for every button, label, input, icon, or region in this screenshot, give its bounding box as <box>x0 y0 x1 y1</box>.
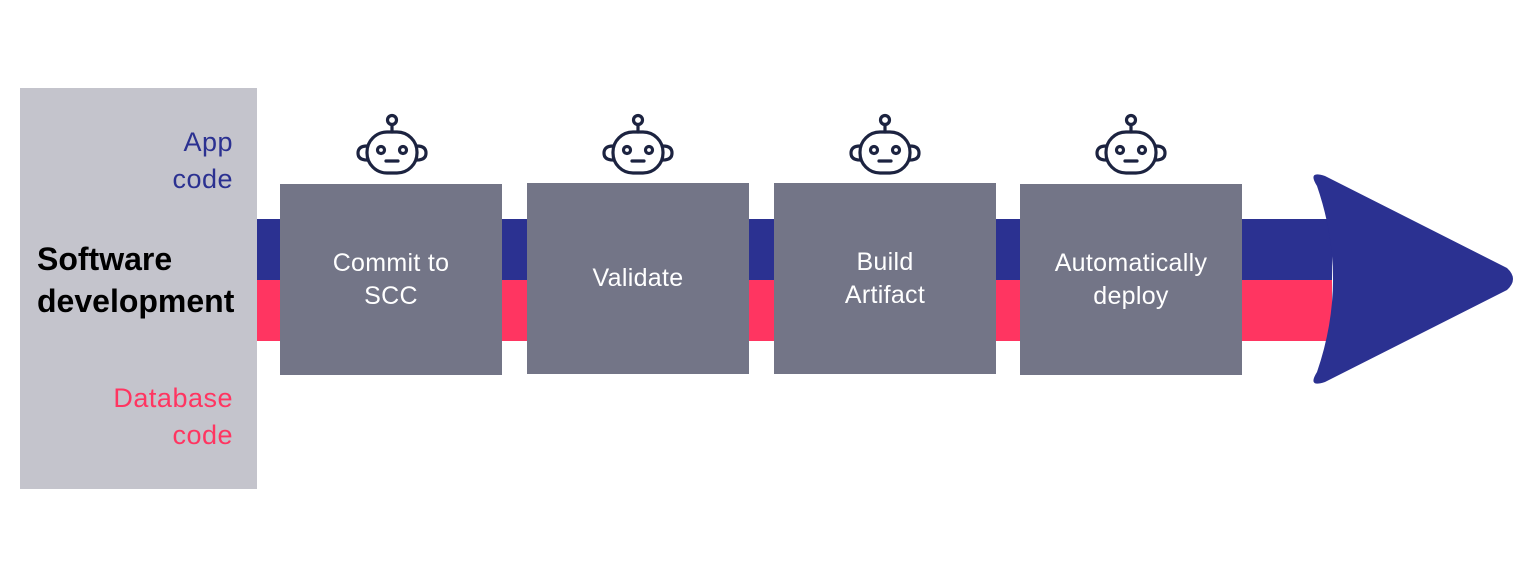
left-panel: App code Software development Database c… <box>20 88 257 489</box>
software-development-label: Software development <box>37 241 235 319</box>
robot-icon <box>849 113 921 175</box>
step-commit-to-scc: Commit to SCC <box>280 184 502 375</box>
robot-icon <box>1095 113 1167 175</box>
step-label: Automatically deploy <box>1054 248 1208 310</box>
robot-icon <box>602 113 674 175</box>
step-label: Validate <box>592 264 684 292</box>
arrowhead <box>1313 174 1513 384</box>
step-build-artifact: Build Artifact <box>774 183 996 374</box>
database-code-label: Database code <box>113 383 233 450</box>
robot-icon <box>356 113 428 175</box>
step-label: Build Artifact <box>844 247 926 309</box>
step-automatically-deploy: Automatically deploy <box>1020 184 1242 375</box>
app-code-label: App code <box>172 127 233 194</box>
step-validate: Validate <box>527 183 749 374</box>
step-label: Commit to SCC <box>332 248 450 310</box>
